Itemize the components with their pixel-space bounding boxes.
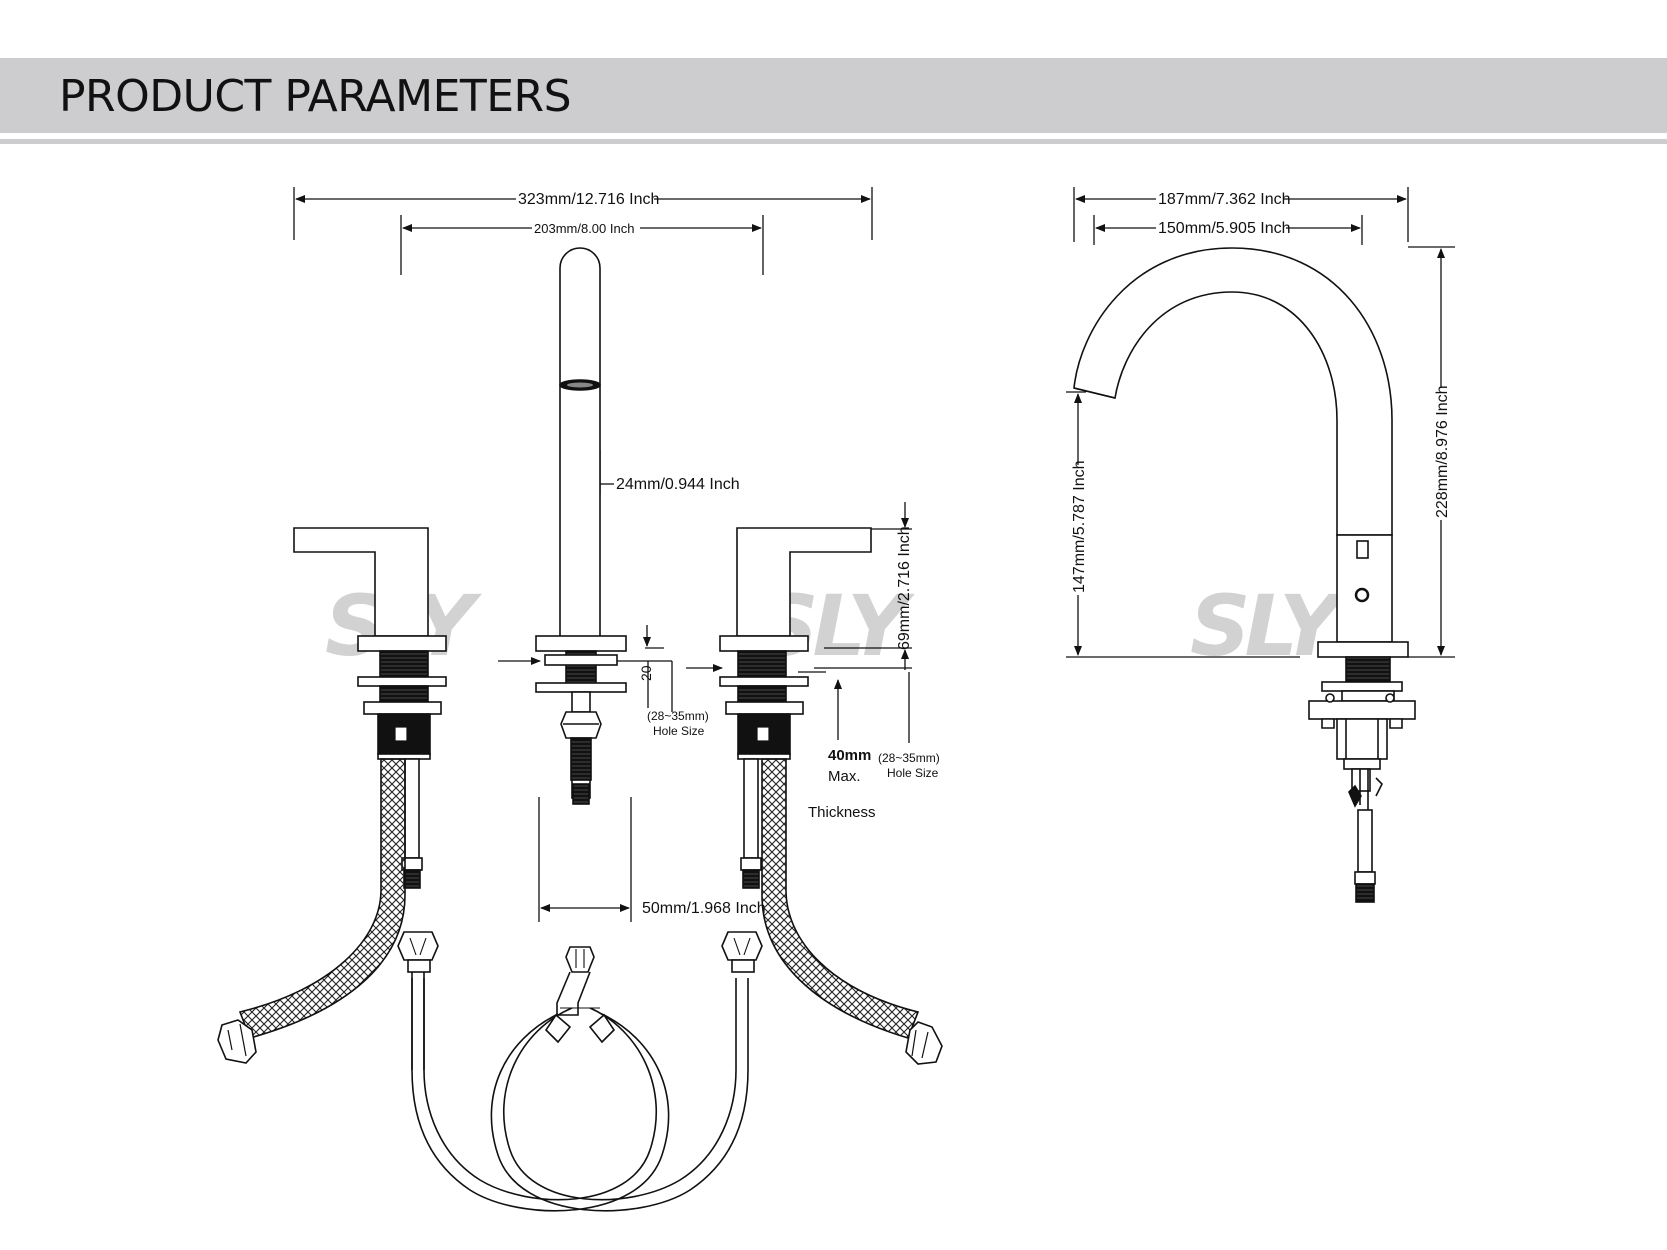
thickness-label: Thickness [808,804,876,821]
left-supply-hose [217,758,406,1064]
right-supply-hose [761,758,943,1065]
side-view-faucet [1073,247,1416,903]
total-depth-label: 187mm/7.362 Inch [1158,191,1291,208]
left-hose-connector [397,931,439,1070]
watermarks: SLY SLY SLY [325,577,1353,675]
header-band [0,58,1667,133]
side-dimensions [1066,187,1455,658]
center-spread-label: 203mm/8.00 Inch [534,221,634,236]
side-hole-label: Hole Size [887,766,939,780]
side-hole-range: (28~35mm) [878,751,940,765]
center-mixing-hose [411,946,749,1212]
center-spout [535,247,627,805]
overall-width-label: 323mm/12.716 Inch [518,191,659,208]
shank-length-label: 50mm/1.968 Inch [642,900,766,917]
right-hose-connector [721,931,763,973]
handle-height-label: 69mm/2.716 Inch [896,526,913,650]
front-dimension-labels: 323mm/12.716 Inch 203mm/8.00 Inch 24mm/0… [518,191,940,917]
nut-gap-label: 20 [638,665,654,681]
center-hole-range: (28~35mm) [647,709,709,723]
page-title: PRODUCT PARAMETERS [59,71,572,122]
spout-reach-label: 150mm/5.905 Inch [1158,220,1291,237]
left-handle-valve [293,527,447,889]
side-dimension-labels: 187mm/7.362 Inch 150mm/5.905 Inch 228mm/… [1071,191,1451,593]
total-height-label: 228mm/8.976 Inch [1434,385,1451,518]
spout-diameter-label: 24mm/0.944 Inch [616,476,740,493]
spout-height-label: 147mm/5.787 Inch [1071,460,1088,593]
thickness-max: Max. [828,768,861,785]
header-rule [0,139,1667,144]
center-hole-label: Hole Size [653,724,705,738]
right-handle-valve [719,527,872,889]
watermark-right: SLY [1190,577,1347,675]
thickness-value: 40mm [828,747,871,764]
